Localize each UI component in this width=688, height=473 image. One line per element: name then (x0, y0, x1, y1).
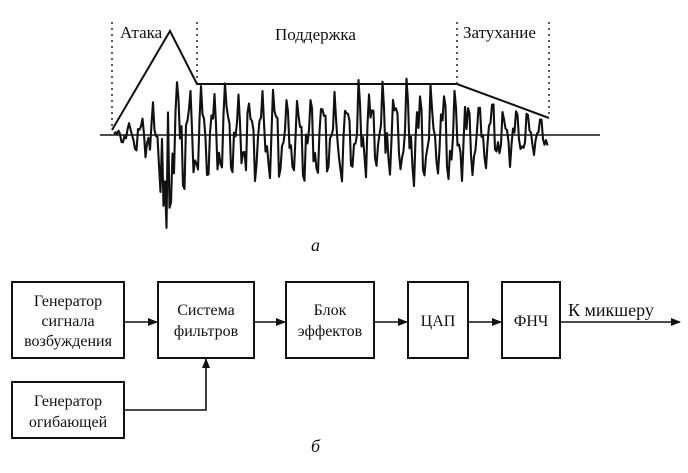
effects-block-line1: Блок (314, 302, 347, 319)
excitation-generator-block: Генератор сигнала возбуждения (11, 281, 125, 359)
filter-system-block: Система фильтров (157, 281, 255, 359)
block-diagram-panel: Генератор сигнала возбуждения Генератор … (11, 281, 681, 456)
effects-block-line2: эффектов (298, 323, 363, 340)
waveform-panel: Атака Поддержка Затухание а (100, 22, 600, 255)
dac-block: ЦАП (407, 281, 469, 359)
caption-a: а (311, 235, 320, 255)
dac-label: ЦАП (421, 313, 456, 330)
excitation-generator-line3: возбуждения (24, 333, 113, 350)
phase-label-decay: Затухание (463, 23, 536, 42)
envelope-generator-line2: огибающей (29, 414, 108, 431)
excitation-generator-line2: сигнала (41, 313, 94, 330)
phase-label-attack: Атака (120, 23, 163, 42)
lowpass-filter-label: ФНЧ (514, 313, 549, 330)
effects-block: Блок эффектов (285, 281, 375, 359)
waveform-signal (113, 77, 549, 229)
caption-b: б (311, 436, 321, 456)
output-label: К микшеру (568, 300, 654, 320)
filter-system-line2: фильтров (174, 323, 239, 340)
filter-system-line1: Система (177, 302, 235, 319)
phase-label-sustain: Поддержка (275, 25, 356, 44)
envelope-generator-block: Генератор огибающей (11, 381, 125, 439)
lowpass-filter-block: ФНЧ (501, 281, 561, 359)
envelope-curve (111, 28, 550, 131)
arrow-envelope-to-filter (124, 358, 210, 411)
excitation-generator-line1: Генератор (34, 293, 102, 310)
envelope-generator-line1: Генератор (34, 393, 102, 410)
